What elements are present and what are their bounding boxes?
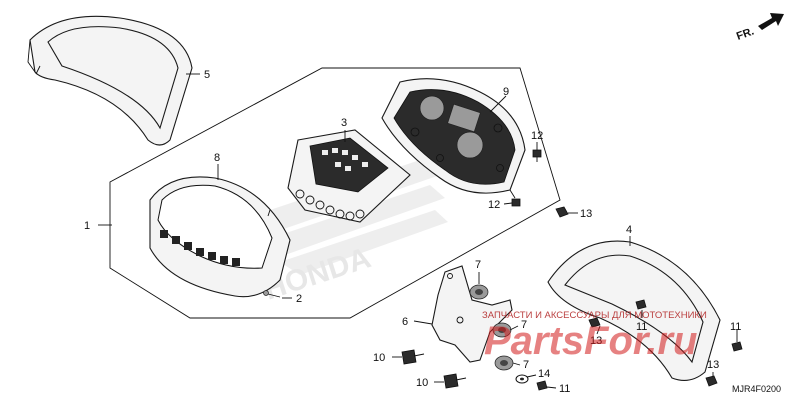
part-front-cover	[149, 176, 291, 298]
callout-4: 4	[626, 224, 632, 236]
callout-3: 3	[341, 117, 347, 129]
part-bolt-10b	[443, 373, 467, 389]
part-nut-13c	[705, 375, 718, 387]
callout-12b: 12	[488, 199, 500, 211]
callout-7c: 7	[523, 359, 529, 371]
callout-11c: 11	[559, 383, 570, 395]
part-screw-12b	[511, 198, 521, 207]
leader-lines	[98, 73, 738, 389]
part-nut-11b	[731, 341, 743, 352]
part-nut-11c	[536, 380, 548, 391]
callout-11b: 11	[730, 321, 741, 333]
part-grommet-7c	[494, 355, 514, 371]
site-watermark: ЗАПЧАСТИ И АКСЕССУАРЫ ДЛЯ МОТОТЕХНИКИ Pa…	[482, 310, 707, 363]
callout-13b: 13	[590, 335, 602, 347]
watermark-logo: PartsFor.ru	[484, 319, 697, 363]
assembly-box-outline	[109, 67, 561, 319]
part-circuit-board	[287, 129, 411, 223]
callout-13a: 13	[580, 208, 592, 220]
part-lower-cover	[547, 240, 721, 381]
part-nut-13a	[555, 206, 569, 218]
part-screw-2	[263, 290, 281, 298]
diagram-code: MJR4F0200	[732, 384, 781, 394]
callout-11a: 11	[636, 321, 647, 333]
front-arrow-icon	[758, 13, 784, 30]
part-washer-14	[515, 374, 529, 384]
part-nut-11a	[635, 299, 647, 310]
part-grommet-7a	[469, 284, 489, 300]
callout-labels: 1 2 3 4 5 6 7 7 7 8 9 10 10 11 11 11 12 …	[84, 69, 741, 395]
callout-10a: 10	[373, 352, 385, 364]
callout-13c: 13	[707, 359, 719, 371]
part-visor-cover	[27, 15, 193, 146]
part-bolt-10a	[401, 349, 425, 365]
callout-9: 9	[503, 86, 509, 98]
callout-12a: 12	[531, 130, 543, 142]
part-screw-12a	[532, 149, 542, 162]
callout-7b: 7	[521, 319, 527, 331]
front-direction-text: FR.	[735, 25, 756, 42]
callout-6: 6	[402, 316, 408, 328]
part-bracket	[431, 265, 513, 363]
callout-7a: 7	[475, 259, 481, 271]
callout-2: 2	[296, 293, 302, 305]
part-rear-case	[381, 78, 526, 199]
front-direction-marker: FR.	[735, 13, 784, 43]
watermark-text: ЗАПЧАСТИ И АКСЕССУАРЫ ДЛЯ МОТОТЕХНИКИ	[482, 310, 707, 321]
callout-10b: 10	[416, 377, 428, 389]
callout-1: 1	[84, 220, 90, 232]
callout-8: 8	[214, 152, 220, 164]
part-nut-13b	[588, 317, 601, 328]
callout-14: 14	[538, 368, 550, 380]
callout-5: 5	[204, 69, 210, 81]
